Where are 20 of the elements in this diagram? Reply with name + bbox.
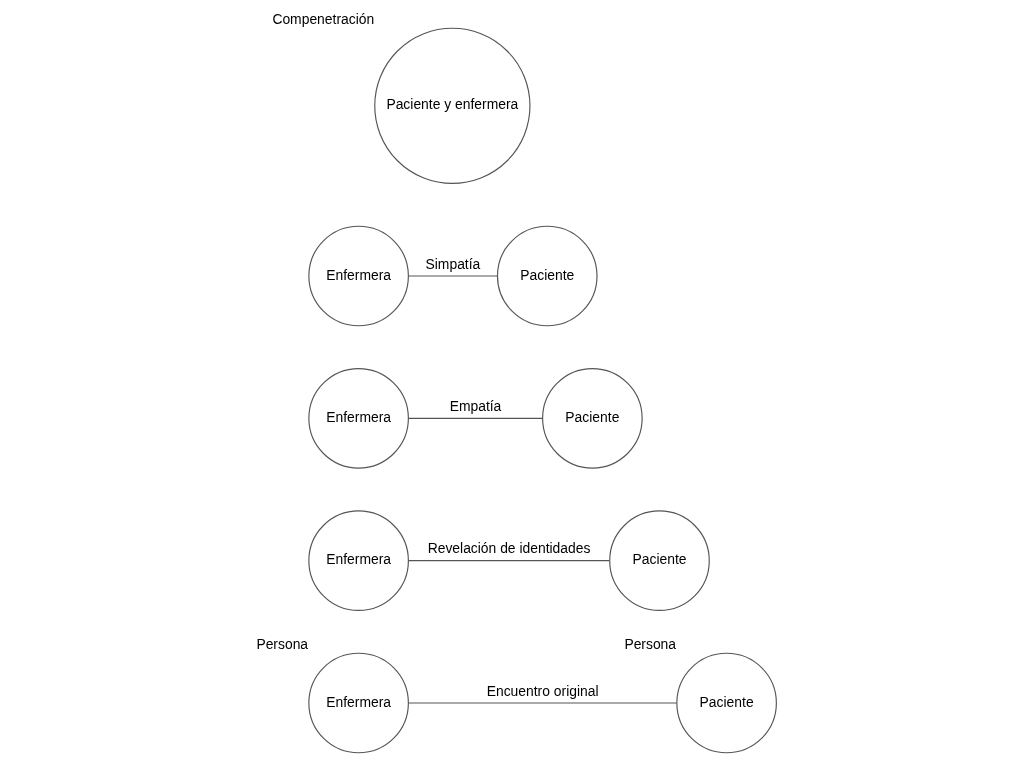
- node-circle: Paciente: [675, 652, 777, 754]
- node-circle: Enfermera: [307, 368, 409, 469]
- edge-label: Empatía: [449, 397, 501, 414]
- node-circle: Paciente: [541, 368, 643, 469]
- node-circle: Paciente: [608, 510, 710, 611]
- connector: [407, 275, 498, 277]
- edge-label: Revelación de identidades: [427, 540, 590, 557]
- edge-label: Simpatía: [425, 255, 480, 272]
- edge-label: Encuentro original: [486, 682, 599, 699]
- node-circle: Enfermera: [307, 652, 409, 754]
- node-label: Persona: [255, 636, 308, 653]
- node-circle: Paciente y enfermera: [373, 27, 531, 185]
- connector: [407, 560, 610, 562]
- node-label: Persona: [623, 636, 676, 653]
- connector: [407, 417, 543, 419]
- node-circle: Paciente: [496, 225, 598, 327]
- connector: [407, 702, 677, 704]
- node-circle: Enfermera: [307, 510, 409, 611]
- node-label: Compenetración: [271, 11, 374, 28]
- node-circle: Enfermera: [307, 225, 409, 327]
